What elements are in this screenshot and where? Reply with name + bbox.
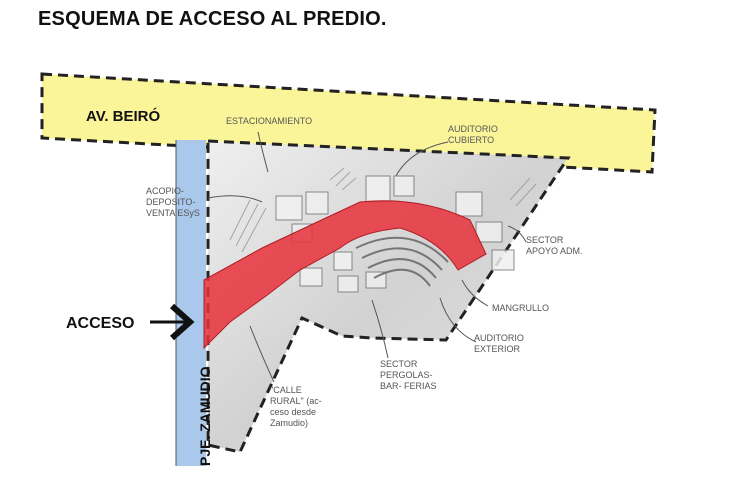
passage-band — [176, 140, 206, 466]
label-acopio-1: ACOPIO- — [146, 186, 184, 196]
label-sector-apoyo-1: SECTOR — [526, 235, 564, 245]
avenue-band — [40, 72, 657, 174]
avenue-label: AV. BEIRÓ — [86, 107, 161, 125]
access-arrow — [150, 303, 195, 341]
access-route — [203, 200, 487, 350]
label-calle-rural-4: Zamudio) — [270, 418, 308, 428]
access-label: ACCESO — [66, 315, 134, 332]
label-acopio-3: VENTA ESyS — [146, 208, 200, 218]
label-mangrullo: MANGRULLO — [492, 303, 549, 313]
label-auditorio-cubierto-1: AUDITORIO — [448, 124, 498, 134]
label-sector-pergolas-1: SECTOR — [380, 359, 418, 369]
label-calle-rural-3: ceso desde — [270, 407, 316, 417]
passage-label: PJE. ZAMUDIO — [197, 366, 213, 466]
label-estacionamiento: ESTACIONAMIENTO — [226, 116, 312, 126]
leader-lines — [207, 131, 527, 383]
label-sector-pergolas-2: PERGOLAS- — [380, 370, 433, 380]
label-sector-pergolas-3: BAR- FERIAS — [380, 381, 437, 391]
label-acopio-2: DEPOSITO- — [146, 197, 195, 207]
label-auditorio-exterior-2: EXTERIOR — [474, 344, 521, 354]
label-calle-rural-2: RURAL" (ac- — [270, 396, 322, 406]
page-title: ESQUEMA DE ACCESO AL PREDIO. — [38, 8, 387, 30]
label-auditorio-cubierto-2: CUBIERTO — [448, 135, 494, 145]
label-sector-apoyo-2: APOYO ADM. — [526, 246, 583, 256]
site-sketch — [229, 167, 537, 293]
label-auditorio-exterior-1: AUDITORIO — [474, 333, 524, 343]
label-calle-rural-1: "CALLE — [270, 385, 302, 395]
